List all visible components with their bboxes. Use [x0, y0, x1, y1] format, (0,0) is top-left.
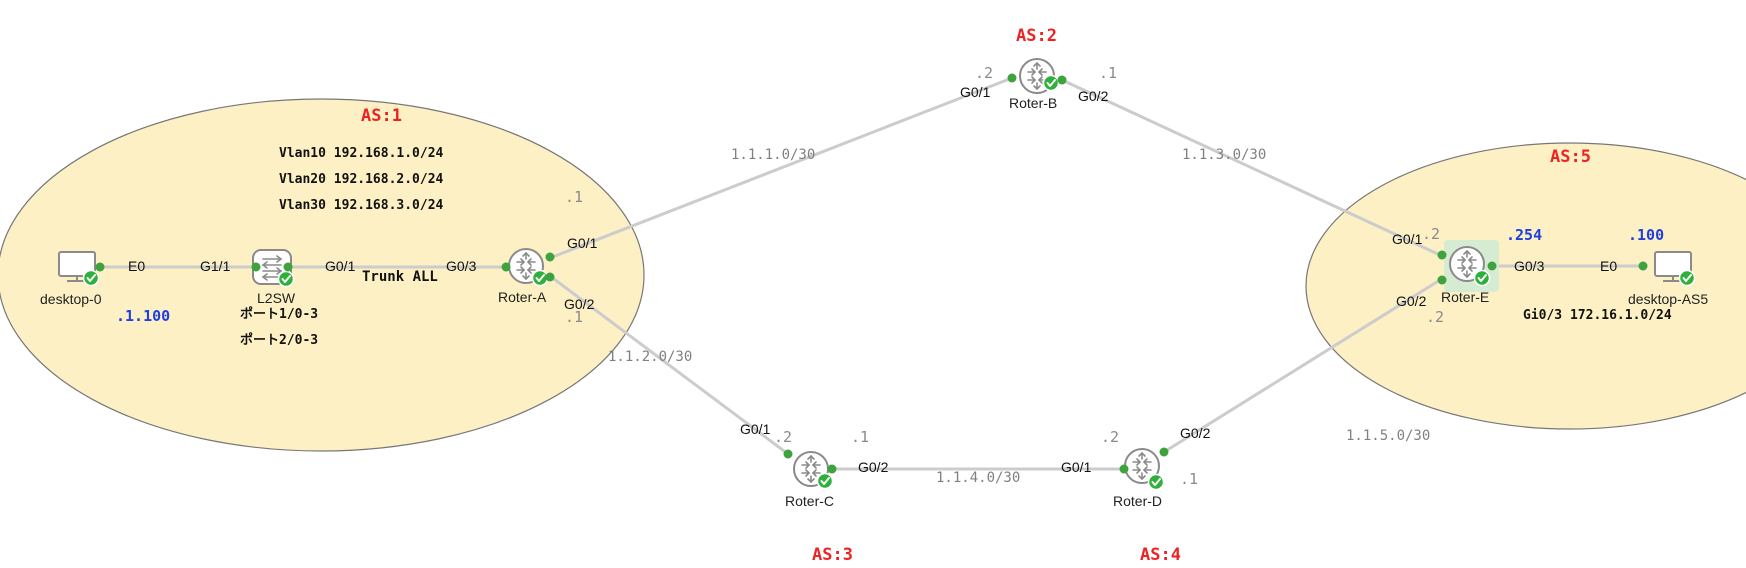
as1-zone	[0, 98, 645, 452]
port-router-c-g0-2: G0/2	[858, 459, 889, 475]
l2sw-port-note-2: ポート2/0-3	[240, 333, 319, 348]
port-router-d-g0-2: G0/2	[1180, 425, 1211, 441]
link-router-b-router-e[interactable]	[1061, 78, 1441, 257]
as3-label: AS:3	[812, 545, 853, 565]
port-router-d-g0-1: G0/1	[1061, 459, 1092, 475]
vlan20-note: Vlan20 192.168.2.0/24	[279, 172, 444, 187]
router-a-name: Roter-A	[498, 289, 547, 305]
port-router-e-g0-3: G0/3	[1514, 258, 1545, 274]
port-dots	[95, 73, 1648, 474]
port-desktop0-e0: E0	[128, 258, 146, 274]
router-c-node[interactable]	[793, 451, 834, 490]
link-router-a-router-b[interactable]	[549, 76, 1013, 260]
net-router-b-router-e: 1.1.3.0/30	[1182, 147, 1267, 163]
desktop0-name: desktop-0	[40, 291, 102, 307]
port-router-e-g0-2: G0/2	[1396, 293, 1427, 309]
ip-router-e-g0-1: .2	[1422, 225, 1441, 243]
status-ok-icon	[82, 269, 100, 287]
status-ok-icon	[277, 270, 295, 288]
gi03-network-note: Gi0/3 172.16.1.0/24	[1523, 308, 1672, 323]
port-router-e-g0-1: G0/1	[1392, 231, 1423, 247]
ip-router-d-g0-2: .1	[1180, 470, 1199, 488]
ip-desktop0: .1.100	[116, 307, 171, 325]
ip-desktop-as5: .100	[1628, 226, 1665, 244]
status-ok-icon	[816, 472, 834, 490]
port-router-c-g0-1: G0/1	[740, 421, 771, 437]
port-router-b-g0-2: G0/2	[1078, 88, 1109, 104]
status-ok-icon	[1042, 74, 1060, 92]
l2sw-port-note-1: ポート1/0-3	[240, 307, 319, 322]
router-b-node[interactable]	[1019, 58, 1060, 94]
net-router-a-router-c: 1.1.2.0/30	[608, 349, 693, 365]
vlan10-note: Vlan10 192.168.1.0/24	[279, 146, 444, 161]
status-ok-icon	[531, 269, 549, 287]
ip-router-e-g0-3: .254	[1506, 226, 1543, 244]
ip-router-c-g0-1: .2	[774, 428, 793, 446]
router-c-name: Roter-C	[785, 493, 835, 509]
as2-label: AS:2	[1016, 26, 1057, 46]
ip-router-b-g0-2: .1	[1099, 64, 1118, 82]
as1-label: AS:1	[361, 106, 402, 126]
ip-router-b-g0-1: .2	[975, 64, 994, 82]
port-router-a-g0-3: G0/3	[446, 258, 477, 274]
port-router-b-g0-1: G0/1	[960, 84, 991, 100]
as5-zone	[1305, 142, 1746, 430]
status-ok-icon	[1147, 473, 1165, 491]
router-e-name: Roter-E	[1441, 289, 1490, 305]
status-ok-icon	[1473, 269, 1491, 287]
as5-label: AS:5	[1550, 147, 1591, 167]
status-ok-icon	[1678, 269, 1696, 287]
router-b-name: Roter-B	[1009, 95, 1058, 111]
ip-router-c-g0-2: .1	[851, 428, 870, 446]
port-desktop-as5-e0: E0	[1600, 258, 1618, 274]
trunk-note: Trunk ALL	[362, 269, 438, 285]
net-router-d-router-e: 1.1.5.0/30	[1346, 428, 1431, 444]
ip-router-e-g0-2: .2	[1426, 308, 1445, 326]
net-router-c-router-d: 1.1.4.0/30	[936, 470, 1021, 486]
l2sw-name: L2SW	[257, 290, 296, 306]
router-d-node[interactable]	[1124, 448, 1165, 491]
link-router-d-router-e[interactable]	[1163, 278, 1441, 454]
net-router-a-router-b: 1.1.1.0/30	[731, 147, 816, 163]
ip-router-d-g0-1: .2	[1101, 428, 1120, 446]
vlan30-note: Vlan30 192.168.3.0/24	[279, 198, 444, 213]
port-l2sw-g0-1: G0/1	[325, 258, 356, 274]
desktop-as5-name: desktop-AS5	[1628, 291, 1709, 307]
port-router-a-g0-2: G0/2	[564, 296, 595, 312]
router-d-name: Roter-D	[1113, 493, 1163, 509]
ip-router-a-g0-2: .1	[565, 308, 584, 326]
port-l2sw-g1-1: G1/1	[200, 258, 231, 274]
port-router-a-g0-1: G0/1	[567, 235, 598, 251]
as4-label: AS:4	[1140, 545, 1181, 565]
ip-router-a-g0-1: .1	[565, 188, 584, 206]
link-router-a-router-c[interactable]	[549, 274, 789, 456]
